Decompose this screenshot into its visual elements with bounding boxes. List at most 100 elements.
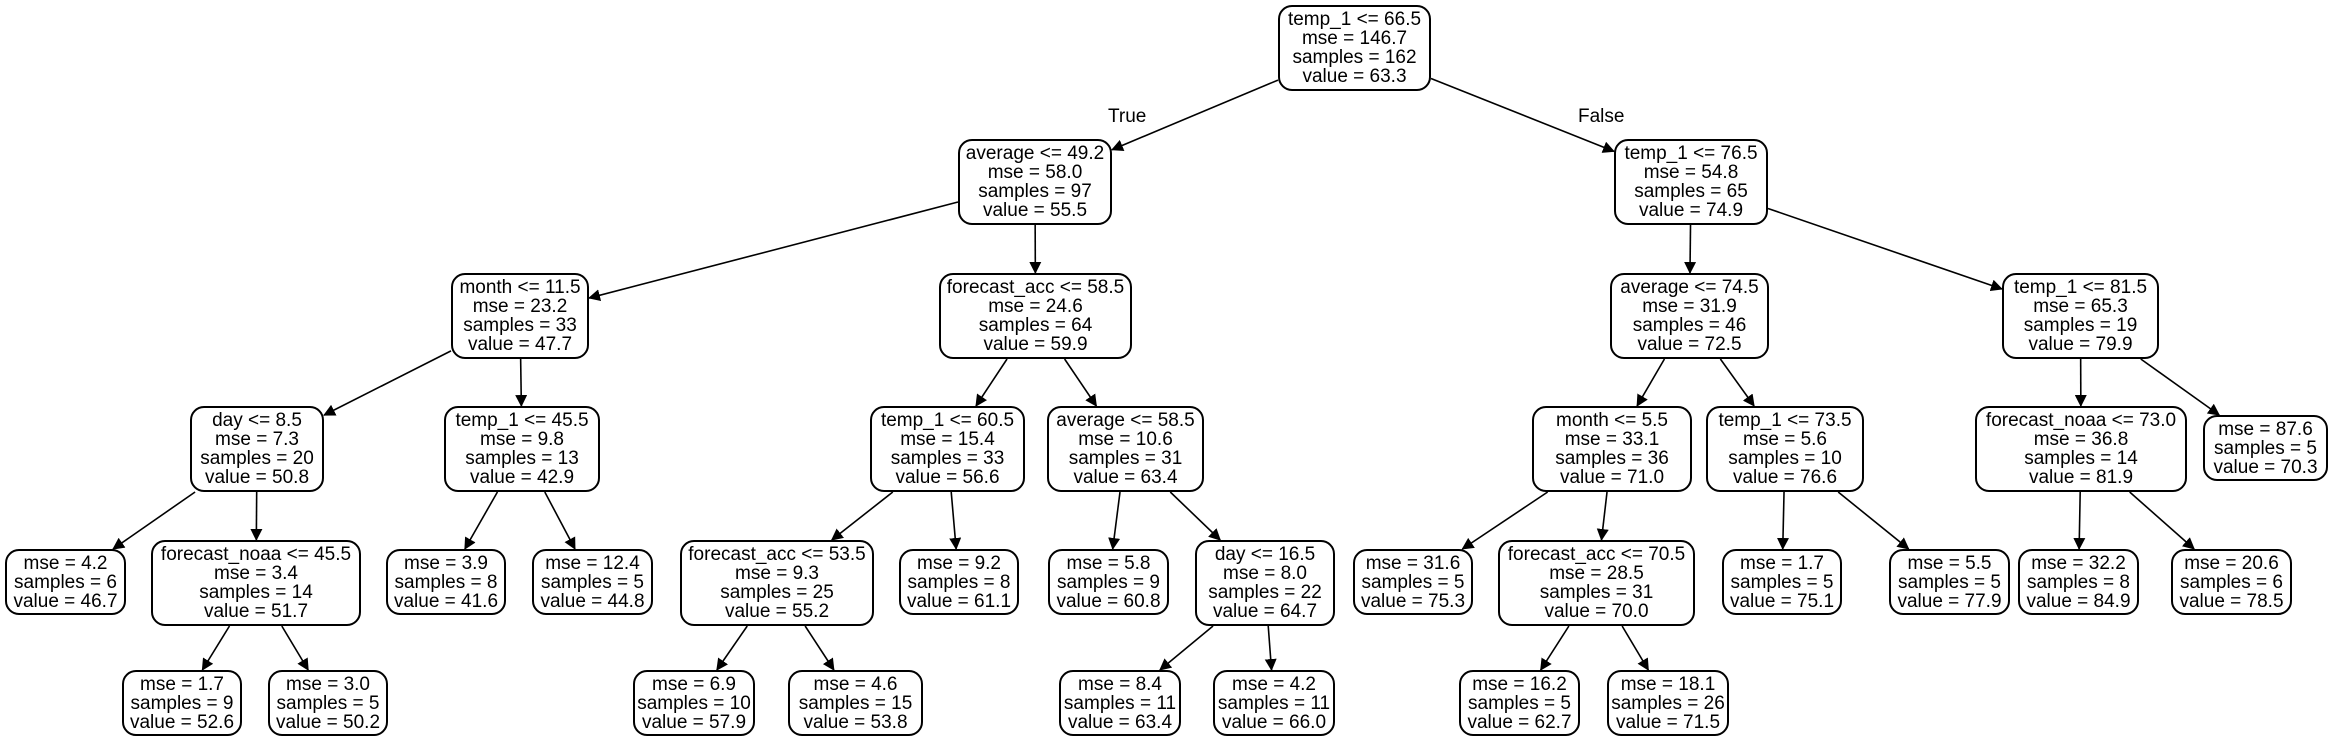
- node-text-line: mse = 3.9: [404, 552, 488, 574]
- node-text-line: samples = 15: [798, 692, 913, 714]
- edge-arrow: [2073, 491, 2086, 550]
- edge-arrow: [281, 625, 309, 671]
- node-text-line: samples = 6: [14, 571, 117, 593]
- edge-arrow: [1461, 491, 1549, 550]
- node-text-line: samples = 11: [1217, 692, 1331, 714]
- node-text-line: day <= 16.5: [1214, 544, 1316, 565]
- node-text-line: value = 70.0: [1544, 601, 1649, 622]
- node-text-line: value = 61.1: [906, 590, 1012, 612]
- node-text-line: samples = 5: [1361, 571, 1465, 593]
- node-text-line: mse = 8.0: [1223, 563, 1307, 584]
- edge-arrow: [1063, 358, 1098, 407]
- node-text-line: mse = 9.8: [480, 429, 564, 450]
- branch-label-false: False: [1578, 106, 1625, 127]
- node-text-line: samples = 97: [978, 181, 1092, 202]
- node-text-line: mse = 31.9: [1642, 296, 1737, 317]
- node-text-line: value = 64.7: [1212, 601, 1318, 622]
- node-text-line: mse = 3.4: [214, 563, 298, 584]
- edge-arrow: [1264, 625, 1277, 671]
- edge-arrow: [2140, 358, 2221, 416]
- node-text-line: value = 71.0: [1559, 467, 1665, 488]
- edge-arrow: [716, 625, 748, 671]
- node-text-line: mse = 9.2: [917, 552, 1001, 574]
- edge-arrow: [544, 491, 576, 550]
- node-text-line: samples = 5: [1468, 692, 1571, 714]
- node-text-line: samples = 31: [1539, 582, 1654, 603]
- node-text-line: value = 55.2: [724, 601, 830, 622]
- node-text-line: forecast_noaa <= 73.0: [1985, 410, 2177, 431]
- node-text-line: mse = 1.7: [140, 673, 224, 695]
- node-text-line: mse = 5.8: [1066, 552, 1151, 574]
- edge-arrow: [1108, 491, 1121, 550]
- node-text-line: value = 60.8: [1056, 590, 1161, 612]
- node-text-line: mse = 4.2: [1232, 673, 1316, 695]
- node-text-line: samples = 5: [1898, 571, 2001, 593]
- node-text-line: mse = 9.3: [735, 563, 819, 584]
- node-text-line: mse = 4.6: [813, 673, 898, 695]
- node-text-line: value = 51.7: [203, 601, 309, 622]
- node-text-line: mse = 23.2: [472, 296, 568, 317]
- node-text-line: mse = 18.1: [1620, 673, 1716, 695]
- node-text-line: temp_1 <= 60.5: [880, 410, 1015, 431]
- node-text-line: value = 56.6: [895, 467, 1000, 488]
- node-text-line: samples = 22: [1208, 582, 1322, 603]
- node-text-line: temp_1 <= 73.5: [1718, 410, 1852, 431]
- node-text-line: value = 76.6: [1732, 467, 1838, 488]
- node-text-line: samples = 10: [1728, 448, 1842, 469]
- node-text-line: value = 41.6: [393, 590, 499, 612]
- node-text-line: samples = 162: [1292, 47, 1417, 68]
- node-text-line: month <= 11.5: [459, 277, 581, 298]
- edge-arrow: [1430, 77, 1615, 153]
- node-text-line: mse = 15.4: [900, 429, 995, 450]
- node-text-line: value = 63.4: [1073, 467, 1178, 488]
- node-text-line: average <= 49.2: [965, 143, 1105, 164]
- edge-arrow: [323, 350, 452, 416]
- edge-arrow: [1684, 224, 1697, 274]
- node-text-line: value = 42.9: [469, 467, 575, 488]
- node-text-line: average <= 74.5: [1620, 277, 1759, 298]
- edge-arrow: [515, 358, 528, 407]
- node-text-line: value = 57.9: [641, 711, 747, 733]
- node-text-line: samples = 33: [463, 315, 577, 336]
- node-text-line: month <= 5.5: [1556, 410, 1668, 431]
- edge-arrow: [1169, 491, 1221, 541]
- node-text-line: samples = 9: [1057, 571, 1160, 593]
- node-text-line: mse = 5.5: [1907, 552, 1992, 574]
- node-text-line: temp_1 <= 66.5: [1287, 9, 1422, 30]
- node-text-line: value = 75.3: [1360, 590, 1466, 612]
- node-text-line: samples = 13: [465, 448, 579, 469]
- node-text-line: samples = 8: [907, 571, 1011, 593]
- node-text-line: mse = 5.6: [1743, 429, 1827, 450]
- node-text-line: samples = 5: [276, 692, 380, 714]
- node-text-line: mse = 7.3: [215, 429, 299, 450]
- node-text-line: value = 74.9: [1638, 200, 1744, 221]
- node-text-line: samples = 8: [2027, 571, 2130, 593]
- node-text-line: value = 59.9: [983, 334, 1088, 355]
- edge-arrow: [1159, 625, 1214, 671]
- node-text-line: mse = 65.3: [2033, 296, 2128, 317]
- node-text-line: samples = 5: [2214, 437, 2317, 459]
- node-text-line: value = 53.8: [803, 711, 908, 733]
- edge-arrow: [1776, 491, 1789, 550]
- edge-arrow: [1621, 625, 1650, 671]
- node-text-line: samples = 25: [720, 582, 834, 603]
- node-text-line: mse = 1.7: [1740, 552, 1824, 574]
